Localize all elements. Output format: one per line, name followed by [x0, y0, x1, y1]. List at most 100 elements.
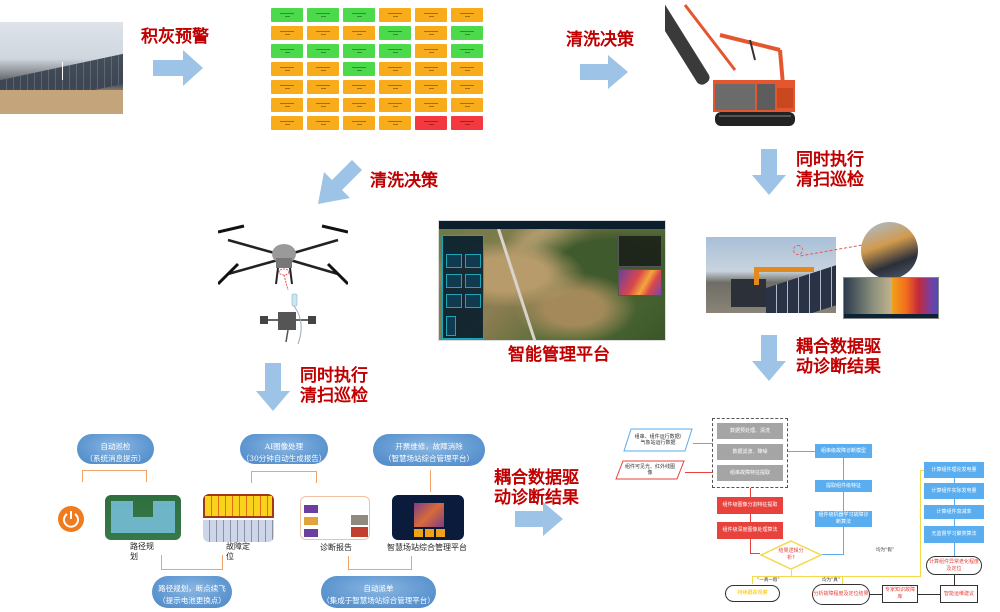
- path-planning-bubble: 路径规划，断点续飞 （提示电池更换点）: [152, 576, 232, 608]
- red-step: 组件级图像分割特征提取: [717, 497, 783, 514]
- alarm-cell-orange: [343, 80, 375, 94]
- alarm-cell-green: [307, 8, 339, 22]
- right-step: 计算组件理论发电量: [924, 462, 984, 478]
- coupled-diag-label-mid-2: 动诊断结果: [494, 488, 579, 508]
- preprocess-step: 数据预处理、清洗: [717, 423, 783, 439]
- alarm-cell-green: [379, 44, 411, 58]
- alarm-cell-orange: [307, 116, 339, 130]
- parallel-exec-label-right-2: 清扫巡检: [796, 170, 864, 190]
- crawler-cleaning-robot-image: [651, 0, 795, 135]
- down-left-arrow-icon: [318, 160, 362, 204]
- alarm-cell-orange: [343, 98, 375, 112]
- branch-label-mixed: “一真一假”: [757, 578, 780, 583]
- connector-line: [251, 471, 317, 483]
- flow-connector: [752, 576, 753, 584]
- flow-connector: [693, 443, 713, 444]
- flow-connector: [843, 527, 844, 554]
- alarm-cell-green: [451, 44, 483, 58]
- input-operation-data: 组串、组件运行数据/气象站运行数据: [623, 428, 693, 452]
- alarm-cell-orange: [379, 80, 411, 94]
- alarm-cell-orange: [271, 80, 303, 94]
- alarm-cell-orange: [415, 44, 447, 58]
- parallel-exec-label-left-2: 清扫巡检: [300, 386, 368, 406]
- alarm-cell-green: [343, 8, 375, 22]
- fault-location-thermal-image: [203, 494, 274, 542]
- onsite-cleaning-photo: [706, 237, 836, 313]
- preprocess-step: 组串故障特征提取: [717, 465, 783, 481]
- coupled-diag-label-right-2: 动诊断结果: [796, 357, 881, 377]
- flow-connector: [788, 451, 815, 452]
- coupled-diag-label-right-1: 耦合数据驱: [796, 337, 881, 357]
- right-arrow-icon: [580, 55, 628, 89]
- robot-body: [713, 80, 795, 112]
- cleaning-decision-label-mid: 清洗决策: [370, 171, 438, 191]
- smart-station-platform-caption: 智慧场站综合管理平台: [387, 543, 467, 552]
- alarm-cell-orange: [451, 98, 483, 112]
- alarm-cell-orange: [451, 80, 483, 94]
- crawler-tracks: [715, 112, 795, 126]
- aging-location-node: 计算组件异常老化程度及定位: [926, 556, 982, 575]
- flow-connector: [920, 470, 921, 577]
- auto-dispatch-bubble: 自动派单 （集成于智慧场站综合管理平台）: [321, 576, 436, 608]
- flow-connector: [843, 492, 844, 511]
- alarm-cell-orange: [379, 8, 411, 22]
- branch-label-false: 均为“假”: [876, 548, 895, 553]
- alarm-cell-orange: [379, 62, 411, 76]
- alarm-cell-orange: [307, 62, 339, 76]
- platform-thermal-panel: [618, 269, 662, 296]
- alarm-cell-orange: [379, 98, 411, 112]
- connector-line: [161, 555, 223, 570]
- platform-side-panel: [442, 235, 484, 339]
- alarm-cell-orange: [415, 26, 447, 40]
- coupled-diag-label-mid-1: 耦合数据驱: [494, 468, 579, 488]
- path-planning-caption: 路径规 划: [130, 542, 154, 561]
- soiled-solar-field-photo: [0, 22, 123, 114]
- flow-connector: [752, 576, 920, 577]
- alarm-cell-red: [415, 116, 447, 130]
- fault-location-caption: 故障定 位: [226, 542, 250, 561]
- smart-platform-label: 智能管理平台: [508, 345, 610, 365]
- blue-step: 组件级机器学习故障诊断算法: [815, 511, 872, 527]
- right-step: 计算组件衰减率: [924, 505, 984, 519]
- alarm-cell-green: [451, 26, 483, 40]
- preprocess-step: 数据滤波、降噪: [717, 444, 783, 460]
- alarm-cell-orange: [415, 98, 447, 112]
- power-icon: [63, 511, 79, 528]
- alarm-cell-orange: [307, 80, 339, 94]
- right-step: 计算组件实际发电量: [924, 483, 984, 499]
- ground: [0, 90, 123, 114]
- auto-inspection-bubble: 自动巡检 （系统消息提示）: [77, 434, 154, 464]
- flow-connector: [842, 576, 843, 584]
- down-arrow-icon: [256, 363, 290, 411]
- platform-topbar: [439, 221, 665, 229]
- input-image-data: 组件可见光、红外线图像: [615, 460, 685, 480]
- cleaning-decision-label-top: 清洗决策: [566, 30, 634, 50]
- alarm-cell-orange: [343, 26, 375, 40]
- preprocess-group: [712, 418, 788, 488]
- alarm-cell-orange: [307, 98, 339, 112]
- flow-connector: [750, 514, 751, 522]
- alarm-cell-orange: [271, 26, 303, 40]
- alarm-cell-green: [271, 8, 303, 22]
- flow-connector: [685, 472, 713, 473]
- platform-video-panel: [618, 235, 662, 267]
- path-planning-map-image: [105, 495, 181, 540]
- alarm-cell-orange: [379, 116, 411, 130]
- connector-line: [82, 470, 147, 482]
- smart-ops-suggestion-node: 智能运维建议: [940, 585, 978, 603]
- continue-tracking-node: 持续跟踪观察: [725, 585, 780, 602]
- zoom-marker: [793, 245, 803, 255]
- alarm-cell-orange: [415, 80, 447, 94]
- parallel-exec-label-left-1: 同时执行: [300, 366, 368, 386]
- down-arrow-icon: [752, 149, 786, 195]
- alarm-cell-red: [451, 116, 483, 130]
- flow-connector: [954, 478, 955, 483]
- thermal-inspection-view: [843, 277, 939, 319]
- diagnosis-report-caption: 诊断报告: [320, 543, 352, 552]
- decision-diamond: 结果逻辑分析?: [760, 540, 822, 570]
- power-start-button[interactable]: [58, 506, 84, 532]
- alarm-cell-orange: [343, 116, 375, 130]
- expert-knowledge-base-node: 专家知识故障库: [882, 585, 918, 603]
- alarm-cell-orange: [271, 116, 303, 130]
- repair-ticket-bubble: 开票维修，故障消除 （智慧场站综合管理平台）: [373, 434, 485, 466]
